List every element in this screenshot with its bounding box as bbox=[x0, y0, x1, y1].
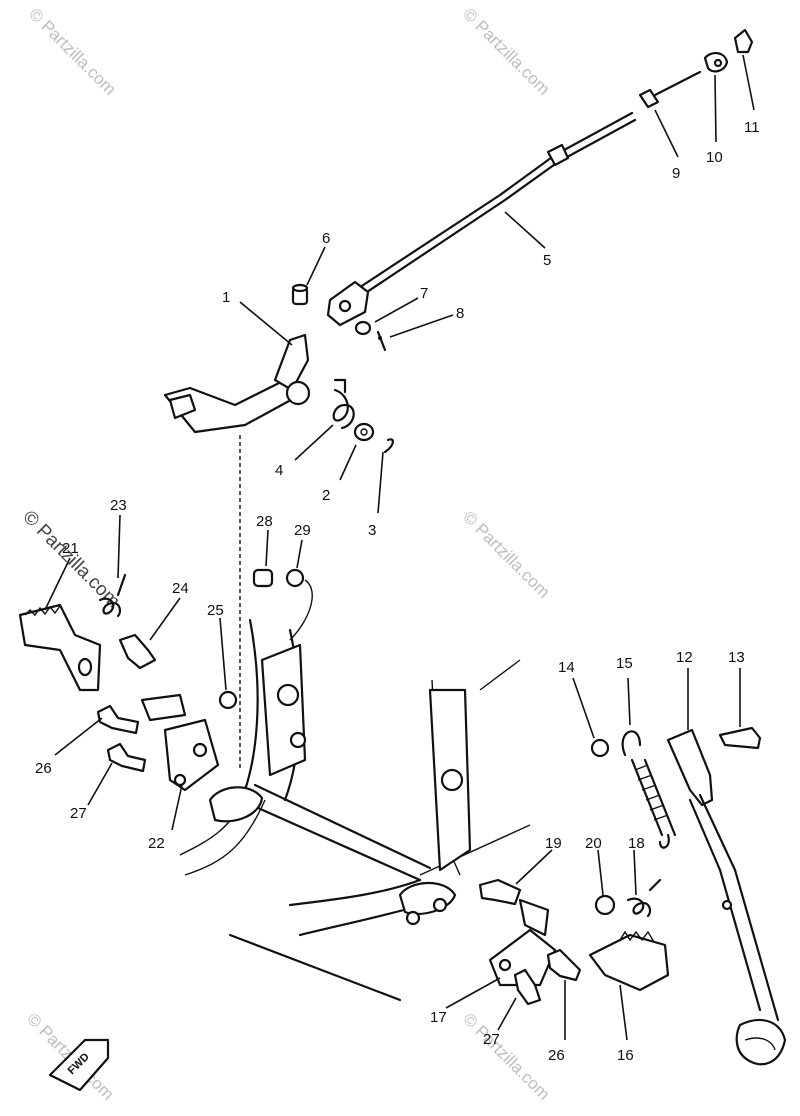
callout-29: 29 bbox=[294, 522, 311, 539]
callout-22: 22 bbox=[148, 835, 165, 852]
callout-19: 19 bbox=[545, 835, 562, 852]
callout-numbers: 1 2 3 4 5 6 7 8 9 10 11 12 13 14 15 16 1… bbox=[35, 119, 760, 1064]
callout-13: 13 bbox=[728, 649, 745, 666]
spring-18 bbox=[626, 878, 662, 918]
callout-4: 4 bbox=[275, 462, 283, 479]
nut-14 bbox=[590, 738, 610, 758]
callout-11: 11 bbox=[744, 119, 760, 136]
bracket-22 bbox=[140, 693, 220, 792]
bolt-27-left bbox=[106, 742, 147, 773]
bolt-27-right bbox=[513, 968, 542, 1006]
callout-17: 17 bbox=[430, 1009, 447, 1026]
frame bbox=[179, 618, 531, 1002]
callout-2: 2 bbox=[322, 487, 330, 504]
left-footrest bbox=[18, 603, 102, 692]
bolt-24 bbox=[118, 633, 157, 670]
callout-24: 24 bbox=[172, 580, 189, 597]
watermark-top-right: © Partzilla.com bbox=[459, 4, 553, 98]
callout-1: 1 bbox=[222, 289, 230, 306]
side-stand bbox=[666, 728, 787, 1066]
callout-14: 14 bbox=[558, 659, 575, 676]
watermark-mid-left: © Partzilla.com bbox=[18, 507, 123, 612]
spring-23 bbox=[98, 573, 127, 618]
bolt-26-left bbox=[96, 704, 140, 735]
callout-6: 6 bbox=[322, 230, 330, 247]
bolt-13 bbox=[718, 726, 762, 750]
watermark-top-left: © Partzilla.com bbox=[25, 4, 119, 98]
callout-27-right: 27 bbox=[483, 1031, 500, 1048]
fwd-arrow: FWD bbox=[48, 1038, 110, 1092]
spring-washer-clip bbox=[332, 378, 394, 454]
callout-5: 5 bbox=[543, 252, 551, 269]
callout-10: 10 bbox=[706, 149, 723, 166]
callout-15: 15 bbox=[616, 655, 633, 672]
callout-23: 23 bbox=[110, 497, 127, 514]
callout-16: 16 bbox=[617, 1047, 634, 1064]
callout-25: 25 bbox=[207, 602, 224, 619]
watermark-bottom-right: © Partzilla.com bbox=[459, 1009, 553, 1103]
callout-20: 20 bbox=[585, 835, 602, 852]
callout-26-left: 26 bbox=[35, 760, 52, 777]
watermark-mid-right: © Partzilla.com bbox=[459, 507, 553, 601]
nut-25 bbox=[218, 690, 238, 710]
callout-7: 7 bbox=[420, 285, 428, 302]
callout-26-right: 26 bbox=[548, 1047, 565, 1064]
adjuster-nut-joint bbox=[638, 28, 754, 109]
callout-8: 8 bbox=[456, 305, 464, 322]
bolt-19 bbox=[478, 878, 522, 906]
nut-29 bbox=[285, 568, 305, 588]
brake-rod bbox=[326, 111, 637, 327]
spring-15 bbox=[621, 730, 677, 849]
callout-21: 21 bbox=[62, 540, 79, 557]
callout-27-left: 27 bbox=[70, 805, 87, 822]
pin-washer-cotter bbox=[291, 283, 387, 352]
watermarks: © Partzilla.com © Partzilla.com © Partzi… bbox=[18, 4, 553, 1103]
bolt-28 bbox=[252, 568, 274, 588]
callout-18: 18 bbox=[628, 835, 645, 852]
callout-lines bbox=[44, 54, 755, 1041]
nut-20 bbox=[594, 894, 616, 916]
brake-pedal bbox=[163, 333, 311, 434]
bolt-26-right bbox=[546, 948, 582, 982]
callout-9: 9 bbox=[672, 165, 680, 182]
callout-3: 3 bbox=[368, 522, 376, 539]
callout-12: 12 bbox=[676, 649, 693, 666]
bracket-17 bbox=[488, 898, 557, 987]
right-footrest bbox=[588, 930, 670, 992]
callout-28: 28 bbox=[256, 513, 273, 530]
